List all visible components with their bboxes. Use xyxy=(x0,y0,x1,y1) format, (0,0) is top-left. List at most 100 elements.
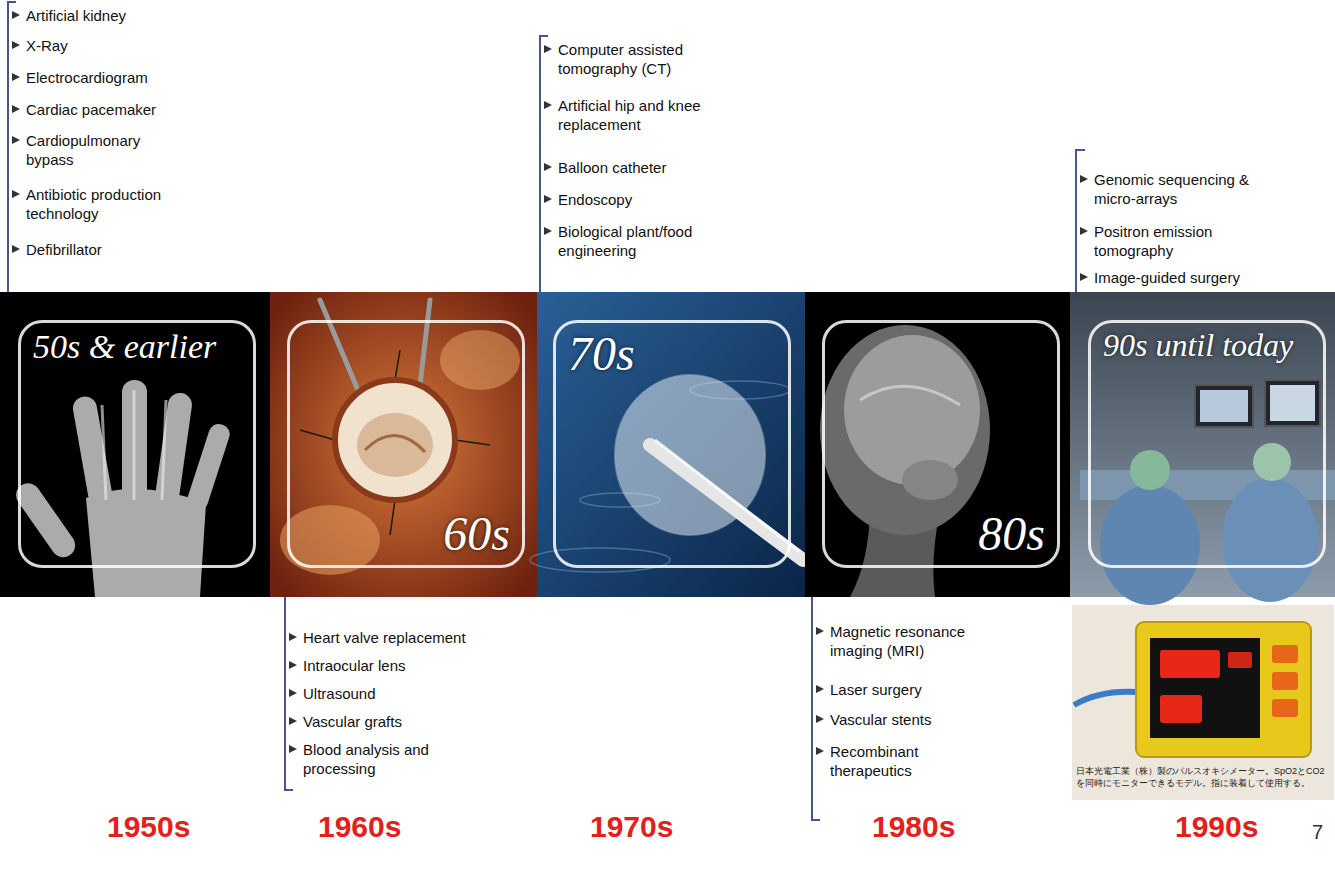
balloon-catheter-panel-part xyxy=(537,292,805,597)
heart-valve-panel-part xyxy=(280,505,380,575)
device-list-item: Antibiotic production technology xyxy=(26,185,181,223)
xray-panel-part-part xyxy=(102,405,106,500)
decade-label: 80s xyxy=(978,509,1045,559)
operating-room-panel-part xyxy=(1265,380,1320,426)
heart-valve-panel-part xyxy=(270,292,537,597)
heart-valve-panel-part xyxy=(300,350,490,535)
xray-panel-part-part xyxy=(133,390,136,500)
balloon-catheter-panel xyxy=(530,292,805,597)
device-list-item: Endoscopy xyxy=(558,190,748,209)
device-list-item: Recombinant therapeutics xyxy=(830,742,990,780)
bracket-lines-part xyxy=(812,597,820,820)
device-list-item: X-Ray xyxy=(26,36,181,55)
operating-room-panel-part xyxy=(1100,485,1200,605)
xray-panel-part-part xyxy=(71,395,114,507)
decade-panel: 90s until today xyxy=(1088,320,1326,568)
pulse-oximeter-photo-part xyxy=(1150,638,1260,738)
decade-year: 1970s xyxy=(590,812,673,842)
balloon-catheter-panel-part xyxy=(650,445,803,560)
operating-room-panel-part xyxy=(1195,385,1253,427)
device-list-item: Cardiopulmonary bypass xyxy=(26,131,181,169)
heart-valve-panel xyxy=(270,292,537,597)
heart-valve-panel-part-part xyxy=(300,430,335,440)
heart-valve-panel-part-part xyxy=(395,350,400,380)
decade-year: 1980s xyxy=(872,812,955,842)
xray-panel-part-part xyxy=(11,478,79,561)
device-list-item: Magnetic resonance imaging (MRI) xyxy=(830,622,990,660)
xray-panel-part xyxy=(102,390,166,500)
xray-panel-part-part xyxy=(154,391,193,505)
bracket-lines-part xyxy=(540,36,548,292)
device-list-item: Ultrasound xyxy=(303,684,483,703)
page-number: 7 xyxy=(1312,822,1323,842)
bracket-lines-part xyxy=(8,2,16,292)
decade-year: 1990s xyxy=(1175,812,1258,842)
balloon-catheter-panel-part-part xyxy=(530,548,670,572)
heart-valve-panel-part-part xyxy=(420,300,430,385)
device-list-item: Artificial hip and knee replacement xyxy=(558,96,748,134)
mri-panel-part xyxy=(860,386,960,405)
operating-room-panel-part xyxy=(1200,390,1248,422)
device-list-item: Electrocardiogram xyxy=(26,68,181,87)
pulse-oximeter-photo-part xyxy=(1272,645,1298,717)
pulse-oximeter-photo-part xyxy=(1074,692,1136,705)
pulse-oximeter-photo-part-part xyxy=(1272,699,1298,717)
heart-valve-panel-part xyxy=(440,330,520,390)
device-list-item: Intraocular lens xyxy=(303,656,483,675)
pulse-oximeter-photo-part-part xyxy=(1272,672,1298,690)
mri-panel xyxy=(805,292,1070,597)
operating-room-panel-part xyxy=(1222,478,1318,602)
device-list-item: Vascular stents xyxy=(830,710,990,729)
device-list-item: Image-guided surgery xyxy=(1094,268,1294,287)
mri-panel-part xyxy=(820,325,990,535)
mri-panel-part xyxy=(902,460,958,500)
device-list-item: Positron emission tomography xyxy=(1094,222,1294,260)
heart-valve-panel-part xyxy=(365,435,425,452)
device-list-item: Blood analysis and processing xyxy=(303,740,483,778)
xray-panel-part xyxy=(11,380,232,597)
heart-valve-panel-part-part xyxy=(390,500,395,535)
device-list-item: Heart valve replacement xyxy=(303,628,483,647)
pulse-oximeter-photo-part xyxy=(1136,622,1311,757)
device-list-item: Laser surgery xyxy=(830,680,990,699)
pulse-oximeter-photo-part-part xyxy=(1228,652,1252,668)
pulse-oximeter-photo-part-part xyxy=(1160,650,1220,678)
decade-panel: 70s xyxy=(553,320,791,568)
pulse-oximeter-photo-part-part xyxy=(1272,645,1298,663)
decade-label: 90s until today xyxy=(1103,329,1293,363)
decade-panel: 80s xyxy=(822,320,1060,568)
decade-label: 50s & earlier xyxy=(33,329,216,365)
decade-panel: 60s xyxy=(287,320,525,568)
bracket-lines xyxy=(8,2,1085,820)
operating-room-panel-part xyxy=(1253,443,1291,481)
device-list-item: Artificial kidney xyxy=(26,6,181,25)
heart-valve-panel-part xyxy=(335,380,455,500)
device-list-item: Defibrillator xyxy=(26,240,181,259)
xray-panel-part-part xyxy=(162,400,166,500)
heart-valve-panel-part xyxy=(357,413,433,477)
device-list-item: Biological plant/food engineering xyxy=(558,222,748,260)
operating-room-panel-part xyxy=(1130,450,1170,490)
decade-year: 1960s xyxy=(318,812,401,842)
pulse-oximeter-photo-part xyxy=(1072,605,1334,800)
device-list-item: Genomic sequencing & micro-arrays xyxy=(1094,170,1294,208)
heart-valve-panel-part-part xyxy=(320,300,360,395)
pulse-oximeter-photo xyxy=(1072,605,1334,800)
xray-panel xyxy=(0,292,270,597)
decade-year: 1950s xyxy=(107,812,190,842)
bracket-lines-part xyxy=(285,597,293,790)
decade-panel: 50s & earlier xyxy=(18,320,256,568)
pulse-oximeter-photo-part xyxy=(1160,650,1252,723)
pulse-oximeter-photo-part-part xyxy=(1160,695,1202,723)
decade-label: 60s xyxy=(443,509,510,559)
bracket-lines-part xyxy=(1076,150,1085,292)
operating-room-panel xyxy=(1070,292,1335,605)
operating-room-panel-part xyxy=(1270,385,1315,421)
xray-panel-part-part xyxy=(86,489,206,597)
mri-panel-part xyxy=(844,335,980,485)
photo-caption: 日本光電工業（株）製のパルスオキシメーター。SpO2とCO2を同時にモニターでき… xyxy=(1076,765,1328,789)
xray-panel-part-part xyxy=(122,380,147,505)
decade-label: 70s xyxy=(568,329,635,379)
